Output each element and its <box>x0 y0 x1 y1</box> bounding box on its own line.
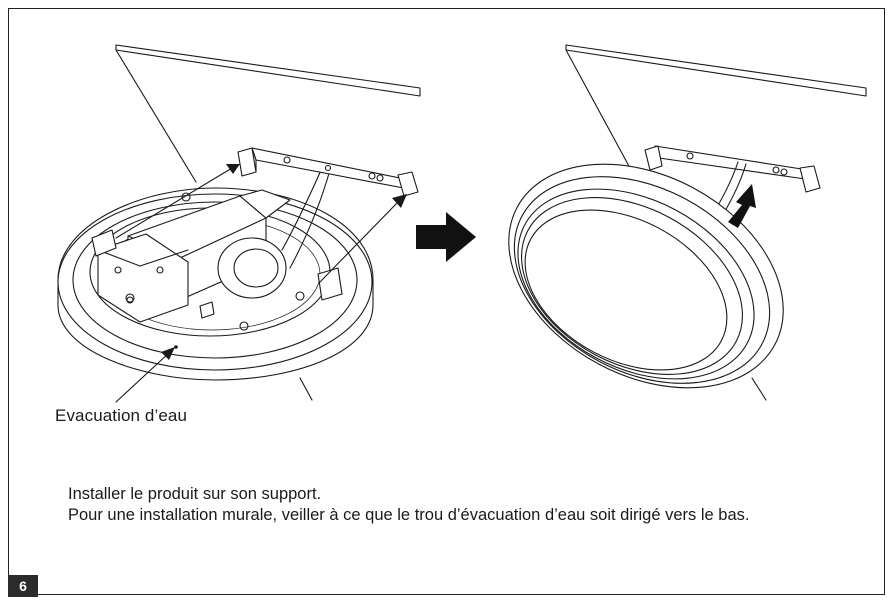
assembly-arrows-left <box>115 164 407 283</box>
cable-coil <box>217 167 331 299</box>
page-frame <box>8 8 885 595</box>
luminaire-cover-right <box>508 163 784 401</box>
water-drain-label: Evacuation d’eau <box>55 406 188 425</box>
water-drain-leader <box>115 345 313 403</box>
ceiling-panel-left <box>115 44 421 183</box>
step-number-badge: 6 <box>8 575 38 597</box>
instruction-line-1: Installer le produit sur son support. <box>68 485 322 503</box>
ceiling-panel-right <box>565 44 867 169</box>
right-arrow-icon <box>416 212 476 262</box>
terminal-plate <box>97 233 189 323</box>
instruction-text: Installer le produit sur son support. Po… <box>68 484 749 526</box>
left-figure <box>57 44 421 403</box>
mounting-bracket-right <box>644 145 821 227</box>
mounting-bracket-left <box>237 147 419 197</box>
up-arrow-icon <box>728 184 756 228</box>
instruction-line-2: Pour une installation murale, veiller à … <box>68 506 750 524</box>
right-figure <box>508 44 867 401</box>
mounting-screws-left <box>91 192 343 331</box>
